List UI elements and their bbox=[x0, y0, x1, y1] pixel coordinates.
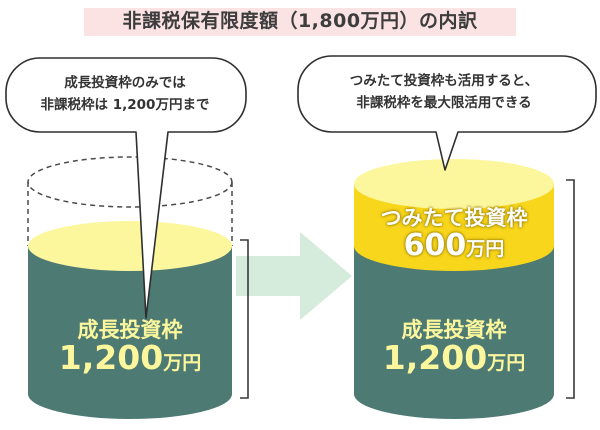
right-bubble-text: つみたて投資枠も活用すると、 非課税枠を最大限活用できる bbox=[300, 70, 588, 114]
left-growth-label: 成長投資枠 bbox=[77, 318, 183, 342]
right-growth-amount-unit: 万円 bbox=[487, 352, 526, 374]
left-cylinder-dashed-rim bbox=[27, 156, 233, 208]
right-growth-label: 成長投資枠 bbox=[401, 318, 507, 342]
title-highlight bbox=[84, 8, 516, 36]
left-speech-bubble bbox=[5, 57, 247, 319]
right-growth-amount: 1,200万円 bbox=[354, 338, 554, 377]
right-tsumitate-amount: 600万円 bbox=[354, 228, 554, 263]
right-cylinder bbox=[354, 159, 554, 419]
right-bubble-line-2: 非課税枠を最大限活用できる bbox=[356, 95, 532, 111]
left-bracket bbox=[240, 239, 249, 399]
right-growth-amount-value: 1,200 bbox=[382, 338, 488, 377]
left-bubble-line-1: 成長投資枠のみでは bbox=[64, 75, 186, 91]
left-cylinder-dashed-outline bbox=[27, 182, 233, 246]
left-bubble-text: 成長投資枠のみでは 非課税枠は 1,200万円まで bbox=[12, 72, 238, 116]
right-tsumitate-label: つみたて投資枠 bbox=[380, 206, 528, 230]
right-speech-bubble bbox=[297, 55, 597, 171]
right-bracket bbox=[566, 179, 575, 399]
right-cylinder-gold-band bbox=[354, 184, 554, 271]
right-cylinder-top bbox=[354, 159, 554, 209]
left-cylinder-top bbox=[28, 221, 232, 271]
left-growth-amount-value: 1,200 bbox=[58, 338, 164, 377]
right-arrow bbox=[236, 232, 352, 320]
left-growth-amount: 1,200万円 bbox=[28, 338, 232, 377]
left-growth-amount-unit: 万円 bbox=[163, 352, 202, 374]
right-cylinder-body bbox=[354, 246, 554, 419]
right-tsumitate-amount-unit: 万円 bbox=[466, 238, 505, 260]
right-tsumitate-amount-value: 600 bbox=[403, 228, 467, 263]
right-bubble-line-1: つみたて投資枠も活用すると、 bbox=[349, 73, 539, 89]
left-cylinder bbox=[27, 156, 233, 419]
left-bubble-line-2: 非課税枠は 1,200万円まで bbox=[40, 97, 210, 113]
left-cylinder-body bbox=[28, 246, 232, 419]
page-title: 非課税保有限度額（1,800万円）の内訳 bbox=[122, 10, 478, 32]
